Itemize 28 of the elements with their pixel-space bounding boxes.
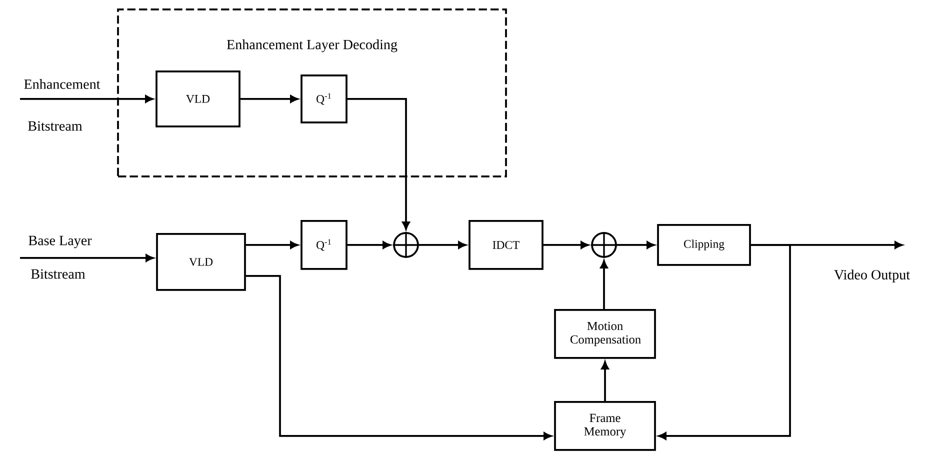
arrow <box>20 254 154 262</box>
arrow <box>600 260 608 310</box>
signal-label: Enhancement <box>24 79 100 89</box>
adder-circle <box>392 231 420 259</box>
signal-label: Base Layer <box>28 236 92 248</box>
arrow <box>616 241 655 249</box>
process-box: Clipping <box>657 224 751 266</box>
arrow <box>347 98 410 230</box>
arrow <box>246 275 552 440</box>
arrow <box>543 241 589 249</box>
arrow <box>20 95 154 103</box>
signal-label: Bitstream <box>31 269 86 279</box>
process-box: Motion Compensation <box>554 309 656 359</box>
process-box: Q$^{-1}$ <box>300 74 348 124</box>
signal-label: Video Output <box>834 270 910 282</box>
process-box: Q$^{-1}$ <box>300 220 348 270</box>
arrow <box>240 95 298 103</box>
arrow <box>246 241 298 249</box>
process-box: IDCT <box>468 220 544 270</box>
adder-circle <box>590 231 618 259</box>
signal-label: Bitstream <box>28 121 82 131</box>
process-box: Frame Memory <box>554 401 656 451</box>
arrow <box>347 241 391 249</box>
arrow <box>418 241 466 249</box>
arrow <box>658 244 791 440</box>
process-box: VLD <box>156 70 240 128</box>
arrow <box>601 361 609 402</box>
process-box: VLD <box>156 233 246 291</box>
